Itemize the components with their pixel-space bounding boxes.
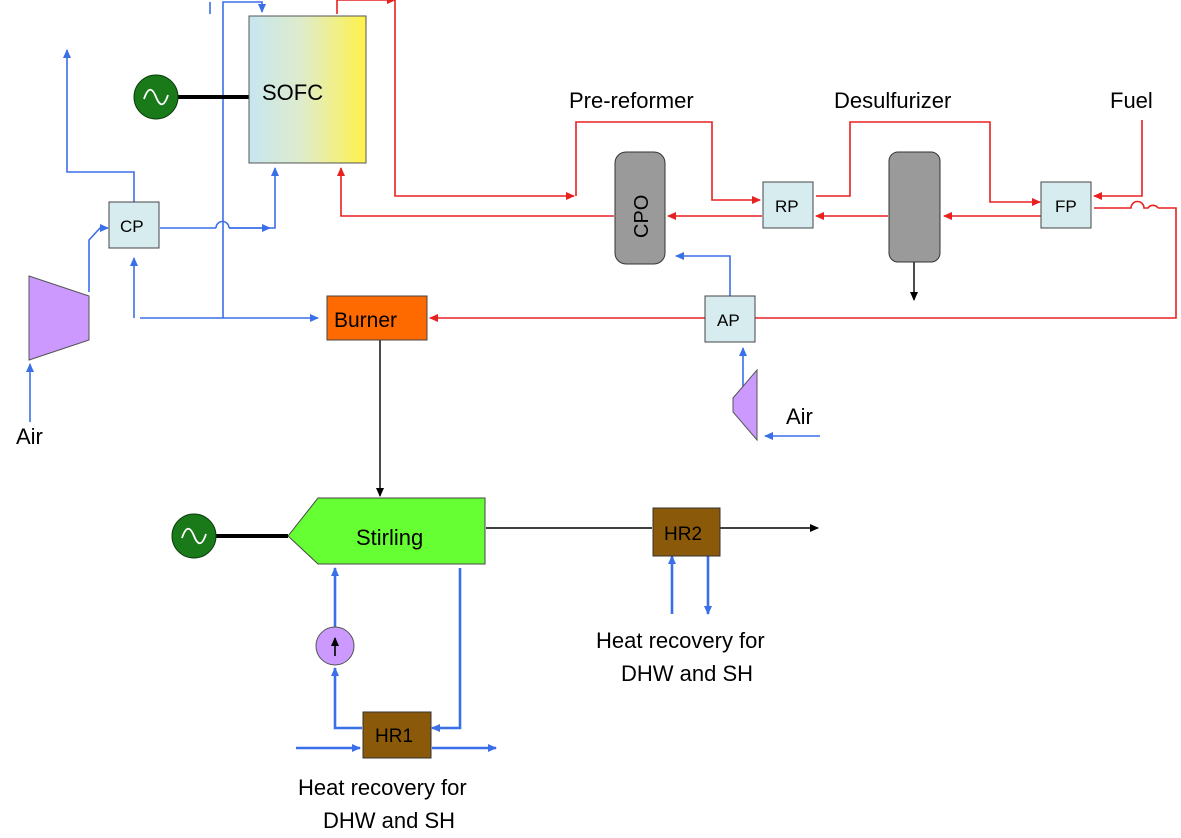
sofc-box — [248, 15, 367, 164]
fuel-line-sofc-anode-out — [394, 0, 575, 200]
air-line-ap-to-cpo — [675, 252, 731, 296]
burner-label: Burner — [334, 309, 397, 332]
generator-shafts — [178, 95, 288, 538]
cpo-reactor[interactable]: CPO — [614, 151, 666, 265]
compressor-left[interactable] — [28, 275, 90, 361]
hr2-caption-line2: DHW and SH — [621, 661, 753, 686]
sofc-stack[interactable]: SOFC — [248, 15, 367, 164]
stirling-label: Stirling — [356, 525, 423, 550]
air-left-label: Air — [16, 424, 43, 449]
compressor-icon — [28, 275, 90, 361]
hr1-caption-line2: DHW and SH — [323, 808, 455, 833]
pump[interactable] — [315, 626, 355, 666]
rp-label: RP — [775, 197, 799, 216]
cp-heat-exchanger[interactable]: CP — [108, 201, 160, 249]
fp-label: FP — [1055, 197, 1077, 216]
hr2-caption-line1: Heat recovery for — [596, 628, 765, 653]
air-line-compressor-to-cp — [88, 224, 109, 292]
air-line-cp-vent — [63, 49, 135, 202]
fuel-line-crossover — [1126, 200, 1159, 209]
cpo-label: CPO — [631, 195, 653, 238]
generator-top — [133, 74, 179, 120]
fuel-lines — [336, 0, 1177, 318]
cp-label: CP — [120, 217, 144, 236]
fp-heat-exchanger[interactable]: FP — [1040, 181, 1092, 229]
exhaust-lines — [376, 262, 918, 532]
fuel-line-prereformer-loop — [575, 121, 761, 204]
rp-heat-exchanger[interactable]: RP — [762, 181, 814, 229]
compressor-icon — [732, 368, 758, 442]
desulfurizer-label: Desulfurizer — [834, 88, 951, 113]
ap-label: AP — [717, 311, 740, 330]
fuel-line-cpo-to-sofc — [337, 167, 614, 217]
generator-bottom — [171, 513, 217, 559]
hr1-label: HR1 — [375, 726, 413, 747]
burner[interactable]: Burner — [326, 295, 428, 341]
compressor-right[interactable] — [732, 368, 758, 442]
fuel-line-desulfurizer-loop — [816, 121, 1041, 206]
air-line-trunk-up — [222, 1, 266, 318]
stirling-engine[interactable]: Stirling — [287, 497, 486, 565]
sofc-label: SOFC — [262, 80, 323, 105]
ap-heat-exchanger[interactable]: AP — [704, 295, 756, 343]
hr1-caption-line1: Heat recovery for — [298, 775, 467, 800]
fuel-label: Fuel — [1110, 88, 1153, 113]
pre-reformer-label: Pre-reformer — [569, 88, 694, 113]
water-line-stirling-to-hr1 — [431, 568, 462, 732]
fuel-line-inlet — [1093, 120, 1143, 200]
desulfurizer-vessel[interactable] — [888, 151, 941, 263]
air-lines — [26, 1, 820, 752]
fuel-line-sofc-top — [336, 0, 396, 14]
water-line-hr1-to-pump — [331, 667, 362, 730]
air-line-cp-to-sofc — [160, 168, 275, 229]
fuel-line-burner-feed — [430, 207, 1177, 318]
hr2-heat-recovery[interactable]: HR2 — [652, 507, 721, 557]
hr1-heat-recovery[interactable]: HR1 — [362, 711, 432, 759]
air-right-label: Air — [786, 404, 813, 429]
hr2-label: HR2 — [664, 524, 702, 545]
